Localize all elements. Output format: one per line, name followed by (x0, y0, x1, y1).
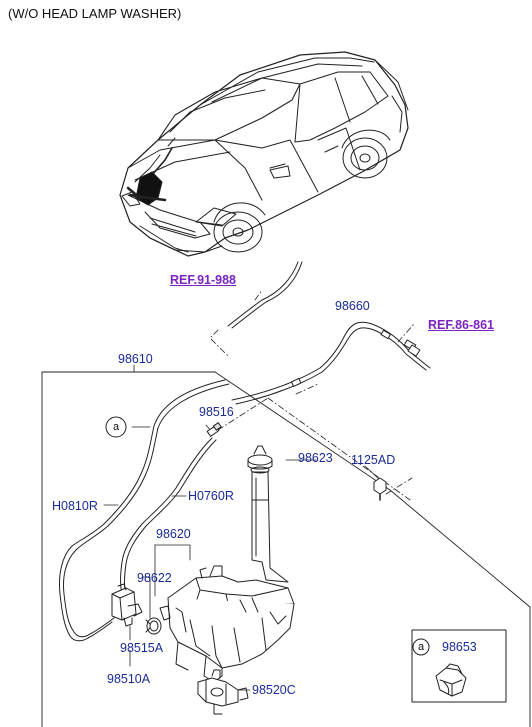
label-98610[interactable]: 98610 (118, 352, 153, 366)
label-98510A[interactable]: 98510A (107, 672, 151, 686)
label-98653[interactable]: 98653 (442, 640, 477, 654)
vehicle-illustration (119, 51, 409, 257)
label-98620[interactable]: 98620 (156, 527, 191, 541)
callout-a: a (112, 421, 120, 433)
assembly-frame (41, 371, 531, 727)
bolt-1125AD (373, 477, 387, 501)
hose-H0760R (120, 437, 217, 595)
inset-callout-a: a (417, 641, 425, 653)
label-98516[interactable]: 98516 (199, 405, 234, 419)
washer-reservoir-98620 (159, 445, 295, 683)
callout-circle-a (105, 416, 127, 438)
label-98623[interactable]: 98623 (298, 451, 333, 465)
label-H0810R[interactable]: H0810R (52, 499, 98, 513)
label-98520C[interactable]: 98520C (252, 683, 296, 697)
label-98660[interactable]: 98660 (335, 299, 370, 313)
label-1125AD[interactable]: 1125AD (351, 453, 396, 467)
ref-91-988[interactable]: REF.91-988 (170, 273, 237, 287)
ref-86-861[interactable]: REF.86-861 (428, 318, 495, 332)
washer-pump-98510A (111, 583, 143, 627)
washer-hose-upper (227, 261, 303, 329)
grommet-98515A (145, 617, 162, 635)
inset-callout-circle-a (412, 638, 430, 656)
label-leaders (103, 364, 381, 691)
diagram-title: (W/O HEAD LAMP WASHER) (8, 6, 182, 21)
connector-98516 (206, 422, 222, 437)
label-H0760R[interactable]: H0760R (188, 489, 234, 503)
label-98622[interactable]: 98622 (137, 571, 172, 585)
hose-98660 (231, 321, 431, 405)
leader-lines (209, 289, 415, 501)
hose-H0810R (59, 379, 230, 642)
washer-motor-98520C (197, 669, 249, 715)
label-98515A[interactable]: 98515A (120, 641, 164, 655)
